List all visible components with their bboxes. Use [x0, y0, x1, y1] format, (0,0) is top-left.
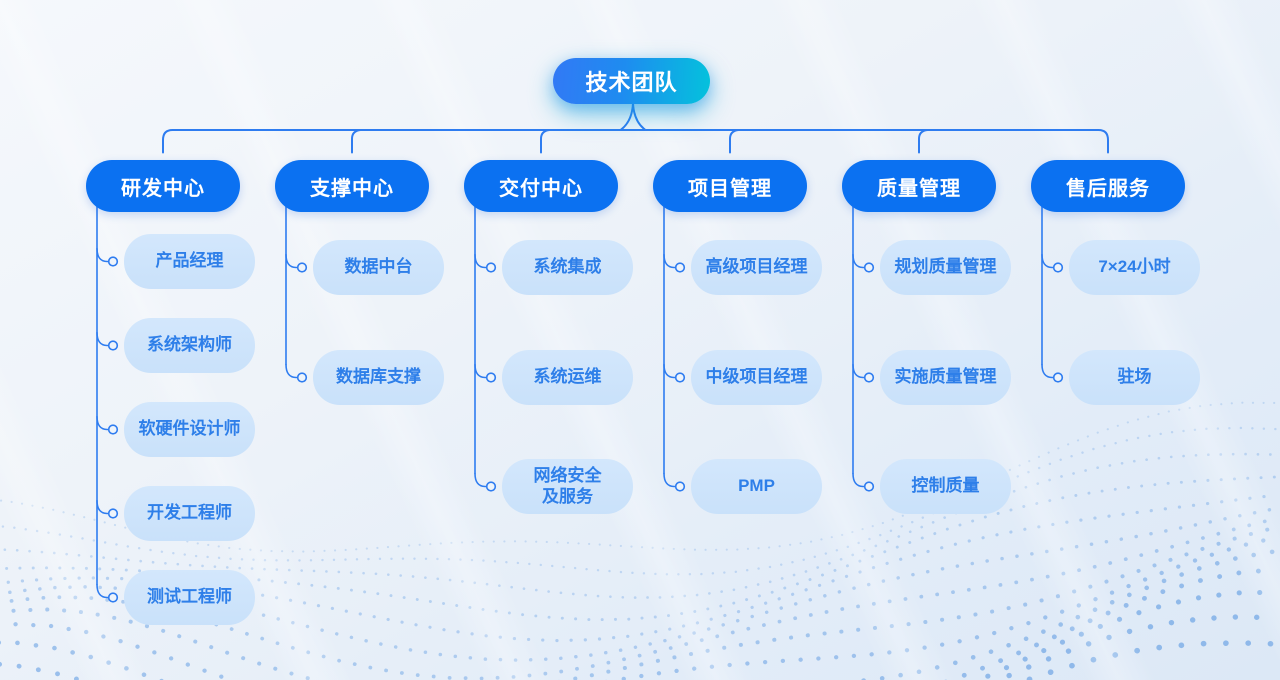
- leaf-node[interactable]: 7×24小时: [1069, 240, 1200, 295]
- leaf-label: 中级项目经理: [705, 367, 808, 387]
- leaf-label: 开发工程师: [147, 503, 232, 523]
- leaf-label: 软硬件设计师: [138, 419, 241, 439]
- leaf-label: 规划质量管理: [894, 257, 997, 277]
- leaf-label: 高级项目经理: [705, 257, 808, 277]
- leaf-label: 7×24小时: [1098, 257, 1171, 277]
- leaf-label: 实施质量管理: [894, 367, 997, 387]
- branch-label: 质量管理: [877, 177, 961, 200]
- leaf-node[interactable]: 实施质量管理: [880, 350, 1011, 405]
- leaf-node[interactable]: 规划质量管理: [880, 240, 1011, 295]
- branch-node-rnd-center[interactable]: 研发中心: [86, 160, 240, 212]
- leaf-node[interactable]: 中级项目经理: [691, 350, 822, 405]
- leaf-node[interactable]: 网络安全 及服务: [502, 459, 633, 514]
- leaf-label: 网络安全 及服务: [533, 465, 602, 506]
- branch-label: 项目管理: [688, 177, 772, 200]
- leaf-label: PMP: [738, 476, 775, 496]
- leaf-label: 系统集成: [533, 257, 602, 277]
- leaf-node[interactable]: 系统架构师: [124, 318, 255, 373]
- leaf-label: 控制质量: [911, 476, 980, 496]
- leaf-label: 数据库支撑: [336, 367, 421, 387]
- leaf-node[interactable]: 系统集成: [502, 240, 633, 295]
- branch-label: 交付中心: [499, 177, 583, 200]
- branch-node-project-management[interactable]: 项目管理: [653, 160, 807, 212]
- branch-label: 研发中心: [121, 177, 205, 200]
- leaf-label: 数据中台: [344, 257, 413, 277]
- root-node-label: 技术团队: [585, 70, 678, 95]
- leaf-node[interactable]: 数据中台: [313, 240, 444, 295]
- branch-node-delivery-center[interactable]: 交付中心: [464, 160, 618, 212]
- leaf-node[interactable]: PMP: [691, 459, 822, 514]
- leaf-node[interactable]: 数据库支撑: [313, 350, 444, 405]
- leaf-node[interactable]: 驻场: [1069, 350, 1200, 405]
- leaf-node[interactable]: 控制质量: [880, 459, 1011, 514]
- leaf-node[interactable]: 系统运维: [502, 350, 633, 405]
- branch-label: 支撑中心: [310, 177, 394, 200]
- branch-node-after-sales-service[interactable]: 售后服务: [1031, 160, 1185, 212]
- leaf-node[interactable]: 测试工程师: [124, 570, 255, 625]
- leaf-label: 驻场: [1117, 367, 1152, 387]
- leaf-node[interactable]: 软硬件设计师: [124, 402, 255, 457]
- leaf-node[interactable]: 产品经理: [124, 234, 255, 289]
- leaf-label: 系统运维: [533, 367, 602, 387]
- branch-node-quality-management[interactable]: 质量管理: [842, 160, 996, 212]
- root-node[interactable]: 技术团队: [553, 58, 710, 104]
- leaf-label: 系统架构师: [147, 335, 232, 355]
- leaf-node[interactable]: 高级项目经理: [691, 240, 822, 295]
- branch-label: 售后服务: [1066, 177, 1150, 200]
- branch-node-support-center[interactable]: 支撑中心: [275, 160, 429, 212]
- leaf-label: 测试工程师: [147, 587, 232, 607]
- leaf-node[interactable]: 开发工程师: [124, 486, 255, 541]
- leaf-label: 产品经理: [155, 251, 224, 271]
